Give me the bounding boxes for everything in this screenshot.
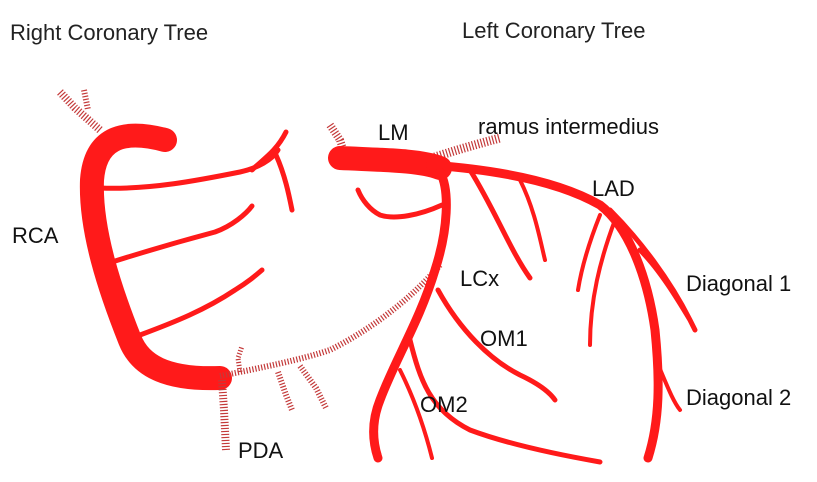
right-tree-title: Right Coronary Tree bbox=[10, 20, 208, 45]
lm-label: LM bbox=[378, 120, 409, 145]
lad-distal-branch bbox=[590, 220, 615, 345]
lcx-label: LCx bbox=[460, 266, 499, 291]
left-tree-title: Left Coronary Tree bbox=[462, 18, 645, 43]
diagonal-2-label: Diagonal 2 bbox=[686, 385, 791, 410]
ramus-intermedius-label: ramus intermedius bbox=[478, 114, 659, 139]
rca-branch-3 bbox=[140, 270, 262, 335]
lm-trunk bbox=[340, 158, 440, 168]
rca-ostium-stub-2 bbox=[84, 90, 88, 110]
diagonal-1-label: Diagonal 1 bbox=[686, 271, 791, 296]
pda-branch-1 bbox=[278, 372, 292, 410]
pda-branch-2 bbox=[300, 366, 326, 408]
rca-ostium-stub bbox=[60, 92, 100, 130]
rca-label: RCA bbox=[12, 223, 59, 248]
pda-label: PDA bbox=[238, 438, 284, 463]
pda-branch-3 bbox=[238, 346, 242, 372]
rca-branch-2 bbox=[112, 206, 252, 262]
lad-label: LAD bbox=[592, 176, 635, 201]
ramus-intermedius-vessel bbox=[432, 138, 500, 158]
lad-branch-b bbox=[520, 180, 545, 260]
left-coronary-tree bbox=[330, 125, 695, 462]
om1-label: OM1 bbox=[480, 326, 528, 351]
posterolateral-hatched bbox=[220, 265, 440, 376]
pda-vessel bbox=[222, 380, 226, 450]
om2-label: OM2 bbox=[420, 392, 468, 417]
lcx-proximal-branch bbox=[358, 190, 442, 217]
rca-trunk bbox=[92, 136, 220, 379]
